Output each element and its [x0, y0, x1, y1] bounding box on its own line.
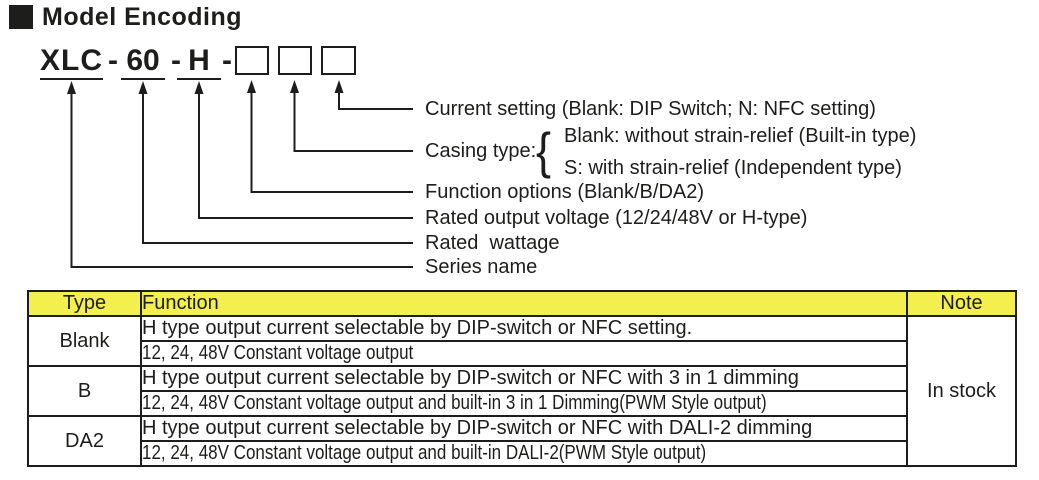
- function-cell: H type output current selectable by DIP-…: [140, 415, 908, 442]
- code-wattage: 60: [126, 44, 160, 77]
- label-function-options: Function options (Blank/B/DA2): [425, 181, 705, 203]
- casing-brace-icon: {: [536, 123, 552, 179]
- table-row: 12, 24, 48V Constant voltage output and …: [28, 440, 1016, 467]
- label-casing-option-blank: Blank: without strain-relief (Built-in t…: [564, 125, 917, 147]
- section-bullet-square: [9, 5, 33, 29]
- label-rated-wattage: Rated wattage: [425, 232, 560, 254]
- code-box-1: [235, 46, 269, 75]
- table-row: B H type output current selectable by DI…: [27, 365, 1016, 417]
- function-cell: H type output current selectable by DIP-…: [140, 365, 908, 392]
- code-dash-1: -: [108, 44, 118, 77]
- function-cell-text: 12, 24, 48V Constant voltage output and …: [142, 442, 707, 464]
- function-cell: 12, 24, 48V Constant voltage output: [140, 340, 908, 367]
- function-cell: H type output current selectable by DIP-…: [140, 315, 908, 342]
- arrow-series: [67, 81, 76, 94]
- type-cell-da2: DA2: [27, 415, 142, 467]
- table-row: DA2 H type output current selectable by …: [27, 415, 1016, 467]
- arrow-wattage: [138, 81, 148, 94]
- label-casing-type: Casing type:: [425, 140, 537, 162]
- function-table: Type Function Note Blank H type output c…: [27, 290, 1017, 467]
- code-box-2: [278, 46, 312, 75]
- label-rated-output-voltage: Rated output voltage (12/24/48V or H-typ…: [425, 207, 808, 229]
- arrow-casing: [290, 80, 299, 93]
- connector-rated-wattage: [142, 90, 413, 244]
- arrow-function: [247, 80, 256, 93]
- function-cell-text: 12, 24, 48V Constant voltage output: [142, 342, 414, 364]
- table-row: 12, 24, 48V Constant voltage output and …: [28, 390, 1016, 417]
- page-title: Model Encoding: [42, 3, 243, 31]
- column-header-function: Function: [140, 290, 908, 317]
- arrow-voltage: [194, 81, 204, 94]
- code-voltage: H: [188, 44, 210, 77]
- type-cell-blank: Blank: [27, 315, 142, 367]
- column-header-note: Note: [906, 290, 1017, 317]
- connector-rated-voltage: [198, 90, 413, 219]
- table-row: Blank H type output current selectable b…: [27, 315, 1017, 467]
- table-row: 12, 24, 48V Constant voltage output: [28, 340, 1016, 367]
- column-header-type: Type: [27, 290, 142, 317]
- label-series-name: Series name: [425, 256, 538, 278]
- arrow-current: [334, 80, 344, 93]
- code-series: XLC: [40, 44, 103, 77]
- code-dash-3: -: [222, 44, 232, 77]
- code-box-3: [321, 46, 356, 75]
- function-cell: 12, 24, 48V Constant voltage output and …: [140, 390, 908, 417]
- code-dash-2: -: [171, 44, 181, 77]
- type-cell-b: B: [27, 365, 142, 417]
- function-cell: 12, 24, 48V Constant voltage output and …: [140, 440, 908, 467]
- label-current-setting: Current setting (Blank: DIP Switch; N: N…: [425, 98, 876, 120]
- connector-current-setting: [338, 89, 413, 110]
- table-header-row: Type Function Note: [27, 290, 1017, 317]
- function-cell-text: 12, 24, 48V Constant voltage output and …: [142, 392, 767, 414]
- connector-series-name: [70, 90, 413, 268]
- label-casing-option-s: S: with strain-relief (Independent type): [564, 157, 902, 179]
- note-cell: In stock: [906, 315, 1017, 467]
- connector-casing-type: [293, 89, 413, 152]
- connector-function-options: [250, 89, 413, 193]
